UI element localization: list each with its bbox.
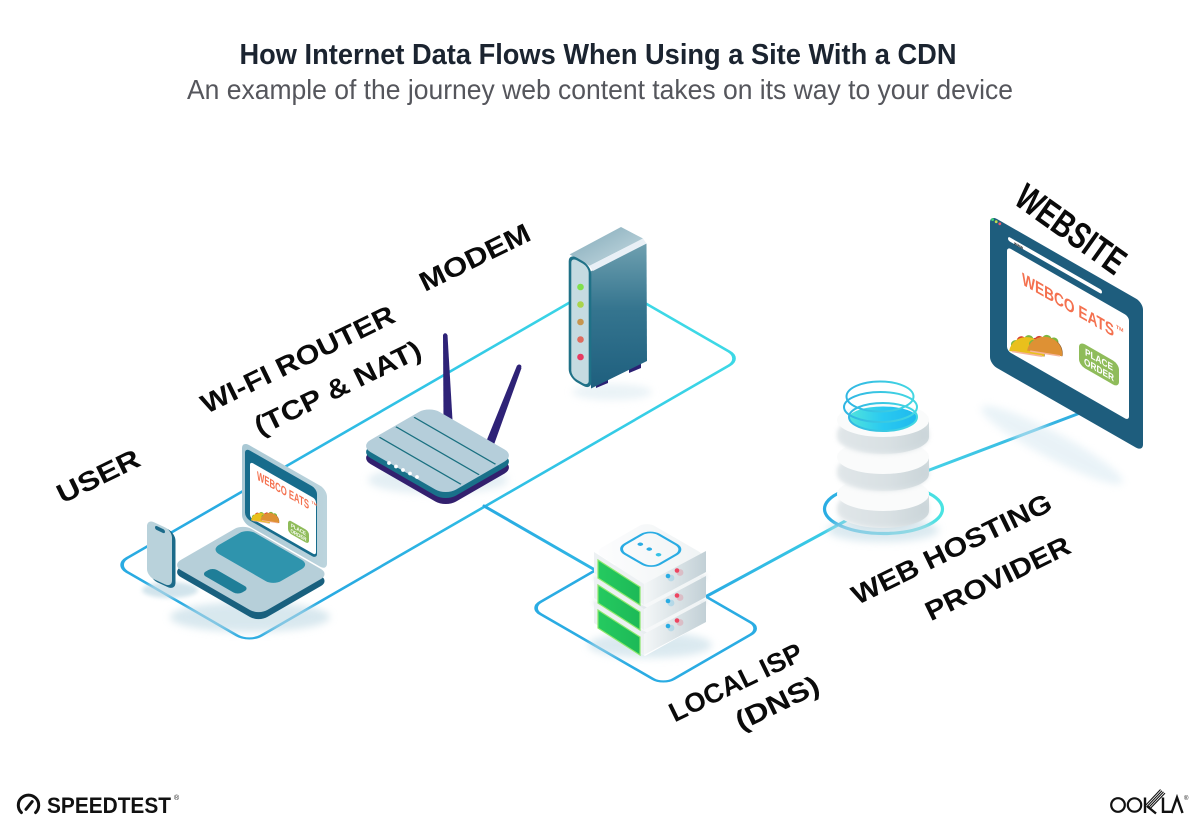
svg-text:SPEEDTEST: SPEEDTEST xyxy=(47,793,172,818)
svg-text:www: www xyxy=(1013,241,1023,251)
svg-text:How Internet Data Flows When U: How Internet Data Flows When Using a Sit… xyxy=(240,39,957,71)
svg-text:TM: TM xyxy=(1116,324,1124,334)
svg-text:®: ® xyxy=(1184,795,1189,802)
svg-text:USER: USER xyxy=(52,443,145,509)
svg-text:An example of the journey web: An example of the journey web content ta… xyxy=(187,74,1013,105)
svg-text:®: ® xyxy=(174,794,180,802)
svg-text:MODEM: MODEM xyxy=(414,218,535,298)
svg-text:TM: TM xyxy=(312,500,318,508)
